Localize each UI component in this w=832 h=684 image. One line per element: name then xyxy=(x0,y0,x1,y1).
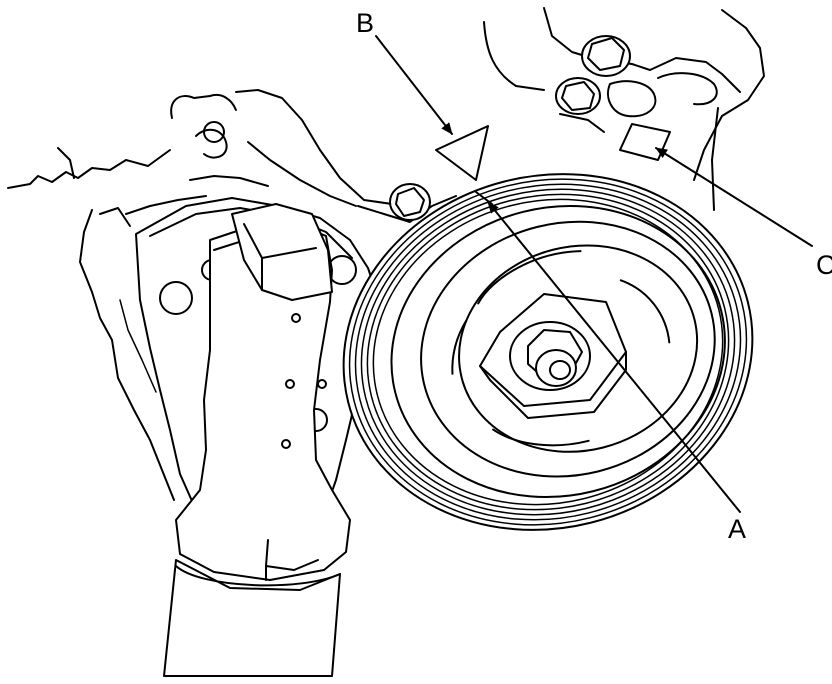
tdc-triangle-mark xyxy=(435,125,489,181)
bolt-left xyxy=(389,183,431,221)
timing-marks xyxy=(435,123,671,205)
bolt-upper xyxy=(581,35,631,77)
engine-block xyxy=(7,7,765,501)
square-timing-mark xyxy=(619,123,671,161)
mounting-bolts xyxy=(203,35,631,221)
callouts: B A C xyxy=(356,8,832,544)
leader-line-b xyxy=(375,35,453,135)
callout-label-a: A xyxy=(728,514,746,544)
bolt-middle xyxy=(555,77,601,115)
block-hole xyxy=(203,121,225,143)
pulley-holder-tool xyxy=(163,203,351,677)
pulley-center-bolt xyxy=(479,293,627,419)
callout-label-c: C xyxy=(816,250,832,280)
leader-line-a xyxy=(487,201,741,513)
leader-line-c xyxy=(655,147,813,247)
callout-label-b: B xyxy=(356,8,374,38)
